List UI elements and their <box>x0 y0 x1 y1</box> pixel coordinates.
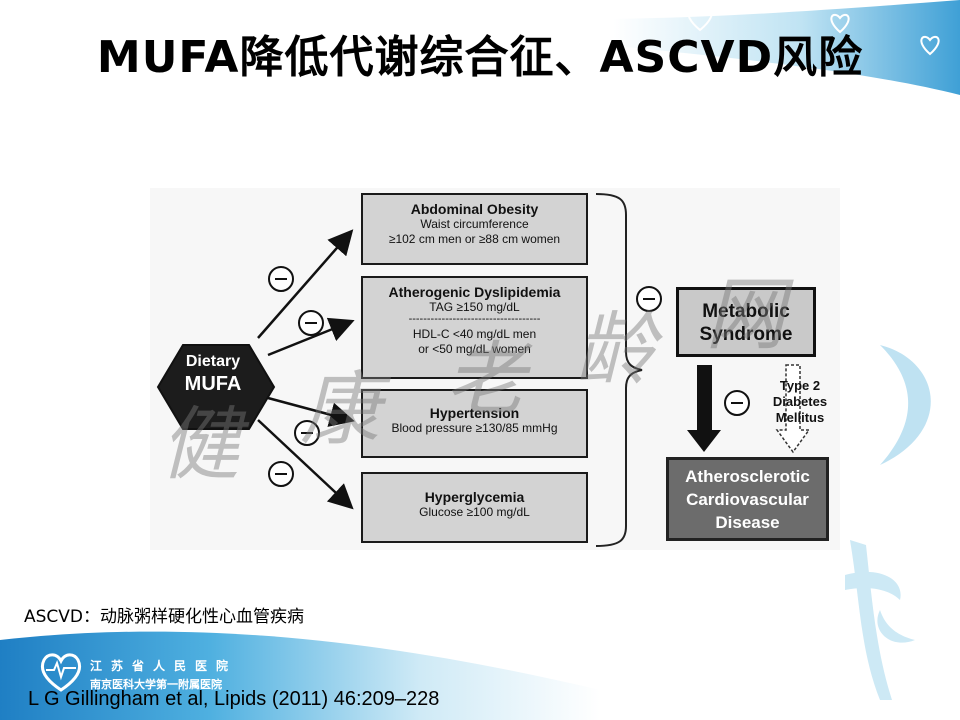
arrow-metabolic-to-ascvd <box>687 365 721 452</box>
ascvd-definition: ASCVD：动脉粥样硬化性心血管疾病 <box>24 607 305 627</box>
arrow-to-obesity <box>257 229 354 339</box>
factor-line: Waist circumference <box>420 217 529 231</box>
factor-line: ≥102 cm men or ≥88 cm women <box>388 232 561 246</box>
factor-line: TAG ≥150 mg/dL <box>429 300 520 314</box>
inhibit-icon <box>724 390 750 416</box>
factor-hypertension: Hypertension Blood pressure ≥130/85 mmHg <box>361 389 588 458</box>
factor-atherogenic-dyslipidemia: Atherogenic Dyslipidemia TAG ≥150 mg/dL … <box>361 276 588 379</box>
hospital-subname: 南京医科大学第一附属医院 <box>90 678 222 691</box>
grouping-brace <box>595 193 643 547</box>
arrow-to-hyperglycemia <box>257 419 354 510</box>
inhibit-icon <box>298 310 324 336</box>
factor-abdominal-obesity: Abdominal Obesity Waist circumference ≥1… <box>361 193 588 265</box>
hospital-name: 江苏省人民医院 <box>90 659 238 673</box>
watermark-char: 龄 <box>575 303 655 396</box>
watermark-char: 网 <box>705 268 785 361</box>
inhibit-icon <box>636 286 662 312</box>
factor-title: Hyperglycemia <box>424 489 525 505</box>
ascvd-line3: Disease <box>715 513 780 532</box>
factor-line: HDL-C <40 mg/dL men <box>412 327 537 341</box>
metabolic-line1: Metabolic <box>702 301 790 322</box>
dietary-mufa-hexagon <box>156 344 276 430</box>
metabolic-line2: Syndrome <box>699 324 793 345</box>
ascvd-line1: Atherosclerotic <box>685 467 810 486</box>
arrow-to-hypertension <box>267 396 355 427</box>
diabetes-line2: Diabetes <box>772 394 828 409</box>
type2-diabetes-label: Type 2 Diabetes Mellitus <box>750 378 850 426</box>
diabetes-line3: Mellitus <box>775 410 825 425</box>
inhibit-icon <box>294 420 320 446</box>
factor-title: Abdominal Obesity <box>410 201 539 217</box>
factor-title: Hypertension <box>429 405 520 421</box>
ascvd-box: Atherosclerotic Cardiovascular Disease <box>666 457 829 541</box>
source-line1: Dietary <box>185 353 241 370</box>
citation: L G Gillingham et al, Lipids (2011) 46:2… <box>28 688 440 710</box>
inhibit-icon <box>268 266 294 292</box>
slide-title: MUFA降低代谢综合征、ASCVD风险 <box>96 32 864 83</box>
hospital-logo <box>40 653 82 692</box>
source-line2: MUFA <box>184 373 242 395</box>
watermark-char: 老 <box>445 333 525 426</box>
watermark-char: 康 <box>300 363 380 456</box>
ascvd-line2: Cardiovascular <box>686 490 809 509</box>
factor-divider: ------------------------------------ <box>408 315 541 323</box>
factor-hyperglycemia: Hyperglycemia Glucose ≥100 mg/dL <box>361 472 588 543</box>
factor-line: Glucose ≥100 mg/dL <box>419 505 530 519</box>
watermark-char: 健 <box>160 398 240 491</box>
diabetes-line1: Type 2 <box>779 378 821 393</box>
factor-line: or <50 mg/dL women <box>418 342 531 356</box>
inhibit-icon <box>268 461 294 487</box>
arrow-diabetes-to-ascvd <box>775 364 811 454</box>
metabolic-syndrome-box: Metabolic Syndrome <box>676 287 816 357</box>
factor-line: Blood pressure ≥130/85 mmHg <box>391 421 558 435</box>
dietary-mufa-label: Dietary MUFA <box>170 352 256 396</box>
arrow-to-dyslipidemia <box>267 317 355 357</box>
factor-title: Atherogenic Dyslipidemia <box>388 284 561 300</box>
